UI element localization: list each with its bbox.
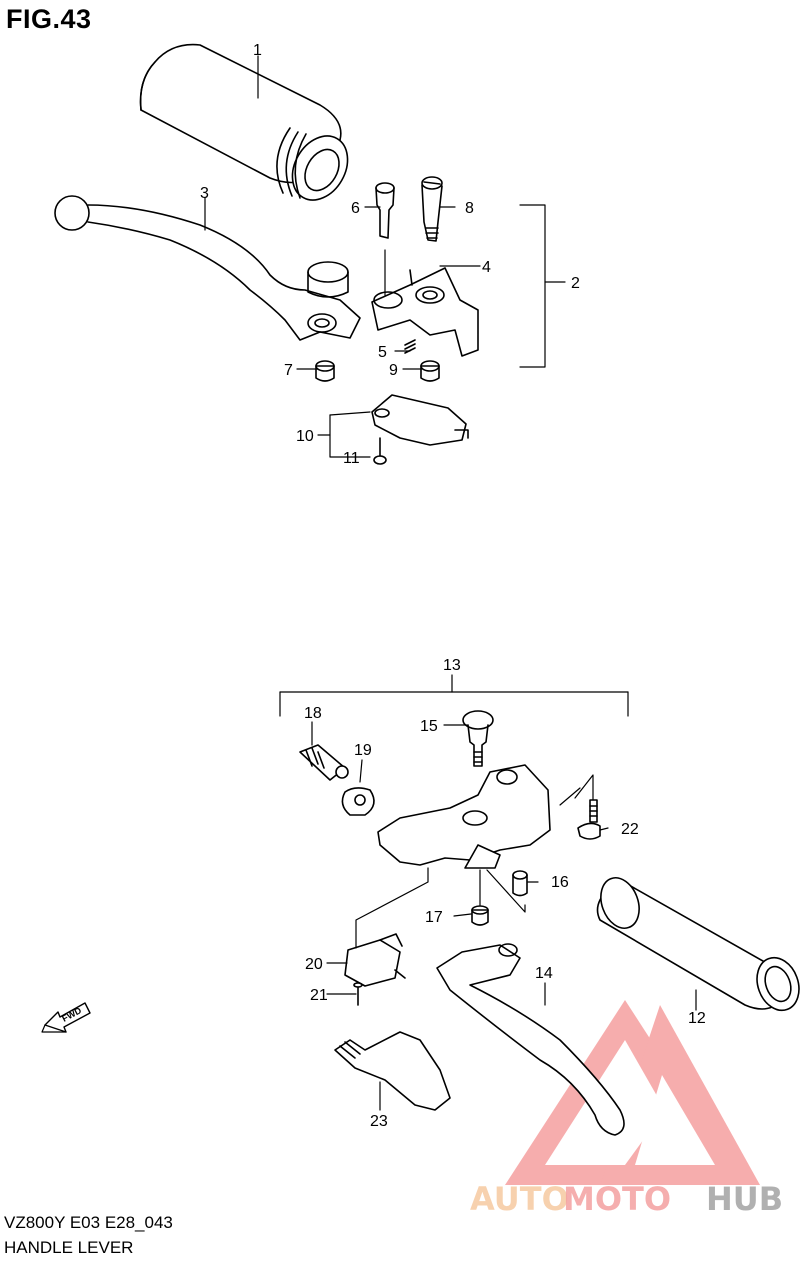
fwd-arrow-icon: FWD [41,1002,91,1033]
part-14-lever [436,943,625,1136]
callout-1: 1 [253,42,262,59]
part-6-bolt [375,182,395,239]
callout-2: 2 [571,275,580,292]
callout-12: 12 [688,1010,706,1027]
watermark-moto: MOTO [563,1180,671,1218]
figure-title: FIG.43 [6,4,92,34]
part-11-screw [373,437,387,465]
part-19-clip [341,787,375,816]
part-3-lever [54,195,361,341]
part-4-bracket [371,267,479,357]
part-12-grip [596,877,800,1012]
leader-lines-lower [279,674,697,1111]
leader-lines-upper [204,55,566,458]
callout-7: 7 [284,362,293,379]
callout-13: 13 [443,657,461,674]
callout-4: 4 [482,259,491,276]
part-8-screw [421,176,443,242]
callout-19: 19 [354,742,372,759]
watermark-auto: AUTO [470,1180,569,1218]
part-10-switch [371,394,469,446]
part-20-switch [344,933,406,987]
model-code: VZ800Y E03 E28_043 [4,1213,173,1232]
callout-21: 21 [310,987,328,1004]
part-7-nut [315,360,335,382]
part-group-name: HANDLE LEVER [4,1238,134,1257]
callout-23: 23 [370,1113,388,1130]
part-15-bolt [462,710,494,767]
callout-17: 17 [425,909,443,926]
callout-16: 16 [551,874,569,891]
part-22-bolt [577,799,601,840]
callout-22: 22 [621,821,639,838]
part-23-cover [334,1031,451,1111]
callout-9: 9 [389,362,398,379]
callout-15: 15 [420,718,438,735]
callout-11: 11 [343,450,360,467]
part-21-screw [353,982,363,1006]
callout-8: 8 [465,200,474,217]
part-13-holder [377,764,551,869]
part-18-adjuster [299,744,349,781]
callout-18: 18 [304,705,322,722]
watermark-text: AUTO MOTO HUB [470,1180,783,1218]
callout-3: 3 [200,185,209,202]
watermark-hub: HUB [706,1180,783,1218]
callout-numbers: 1 2 3 4 5 6 7 8 9 10 11 12 13 14 15 16 1… [200,42,706,1130]
part-16-collar [512,870,528,897]
callout-5: 5 [378,344,387,361]
callout-10: 10 [296,428,314,445]
part-1-grip [139,43,349,201]
part-9-nut [420,360,440,382]
callout-6: 6 [351,200,360,217]
callout-14: 14 [535,965,553,982]
callout-20: 20 [305,956,323,973]
part-17-nut [471,905,489,926]
